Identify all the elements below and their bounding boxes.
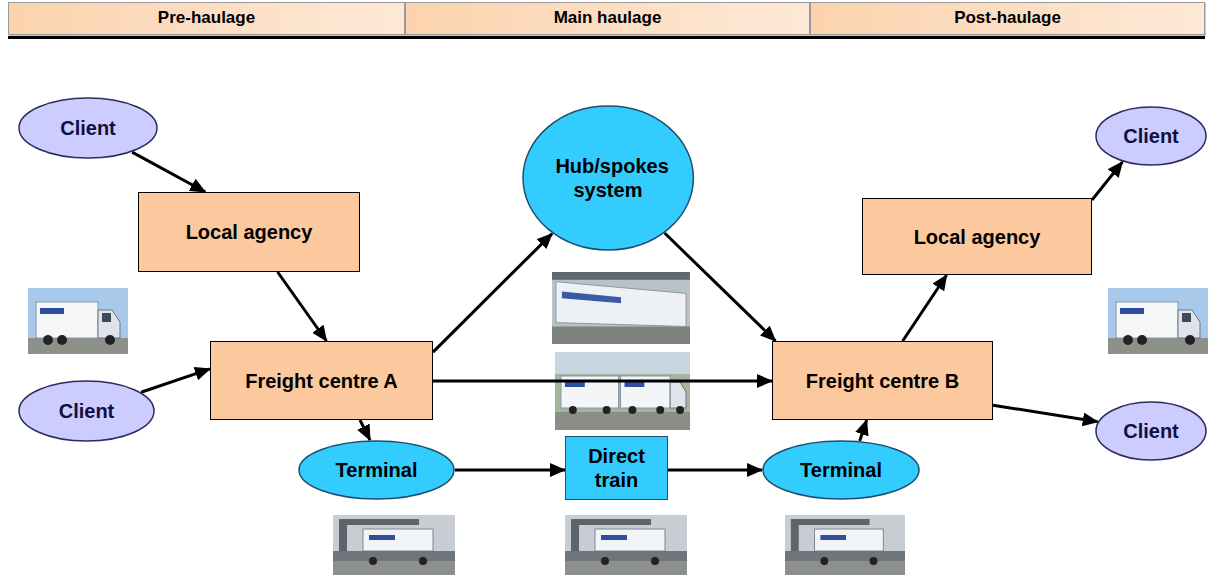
process-box: Direct train <box>565 436 668 500</box>
crane-photo <box>565 515 687 575</box>
node-label: Local agency <box>186 220 313 244</box>
process-box: Local agency <box>862 198 1092 275</box>
flow-arrow <box>132 152 205 192</box>
node-label: Main haulage <box>554 8 662 28</box>
flow-arrow <box>903 275 947 341</box>
truck-photo <box>1108 288 1208 354</box>
node-label: Client <box>1123 124 1179 148</box>
ellipse-node: Client <box>18 380 155 442</box>
flow-arrow <box>360 420 370 440</box>
header-band: Post-haulage <box>810 2 1205 35</box>
process-box: Local agency <box>138 192 360 272</box>
flow-arrow <box>433 380 772 383</box>
road-train-photo <box>555 352 690 430</box>
node-label: Client <box>59 399 115 423</box>
node-label: Local agency <box>914 225 1041 249</box>
ellipse-node: Hub/spokes system <box>522 105 694 251</box>
crane-photo <box>785 515 905 575</box>
node-label: Client <box>60 116 116 140</box>
process-box: Freight centre B <box>772 341 993 420</box>
node-label: Terminal <box>336 458 418 482</box>
node-label: Client <box>1123 419 1179 443</box>
flow-arrow <box>141 369 210 392</box>
node-label: Hub/spokes system <box>555 154 660 202</box>
node-label: Freight centre A <box>245 369 398 393</box>
ellipse-node: Client <box>1095 401 1207 461</box>
ellipse-outline <box>522 105 694 251</box>
trailer-photo <box>552 272 690 344</box>
flow-arrow <box>1092 162 1123 200</box>
header-band: Main haulage <box>405 2 810 35</box>
node-label: Post-haulage <box>954 8 1061 28</box>
node-label: Direct train <box>579 444 653 492</box>
ellipse-node: Client <box>1095 106 1207 166</box>
header-band: Pre-haulage <box>8 2 405 35</box>
process-box: Freight centre A <box>210 341 433 420</box>
crane-photo <box>333 515 455 575</box>
header-underline <box>8 36 1205 39</box>
flow-arrow <box>860 420 867 441</box>
flow-arrow <box>668 469 762 472</box>
node-label: Freight centre B <box>806 369 959 393</box>
flow-arrow <box>665 233 776 341</box>
ellipse-node: Client <box>18 97 158 159</box>
truck-photo <box>28 288 128 354</box>
node-label: Pre-haulage <box>158 8 255 28</box>
flow-arrow <box>433 234 552 352</box>
flow-arrow <box>993 405 1098 422</box>
flow-arrow <box>455 469 565 472</box>
ellipse-node: Terminal <box>762 440 920 500</box>
ellipse-node: Terminal <box>298 440 455 500</box>
flow-arrow <box>278 272 327 341</box>
node-label: Terminal <box>800 458 882 482</box>
